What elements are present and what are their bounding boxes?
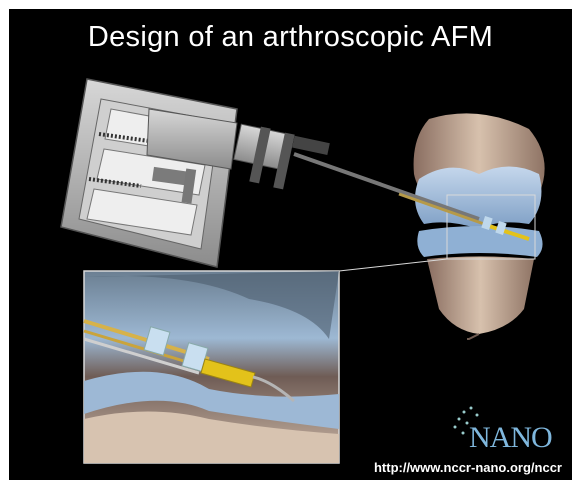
illustration (9, 9, 572, 480)
logo-text: NANO (469, 421, 552, 455)
zoom-inset (84, 271, 339, 463)
knee-joint-illustration (414, 113, 545, 339)
url-text: http://www.nccr-nano.org/nccr (374, 460, 562, 475)
slide: Design of an arthroscopic AFM (9, 9, 572, 480)
